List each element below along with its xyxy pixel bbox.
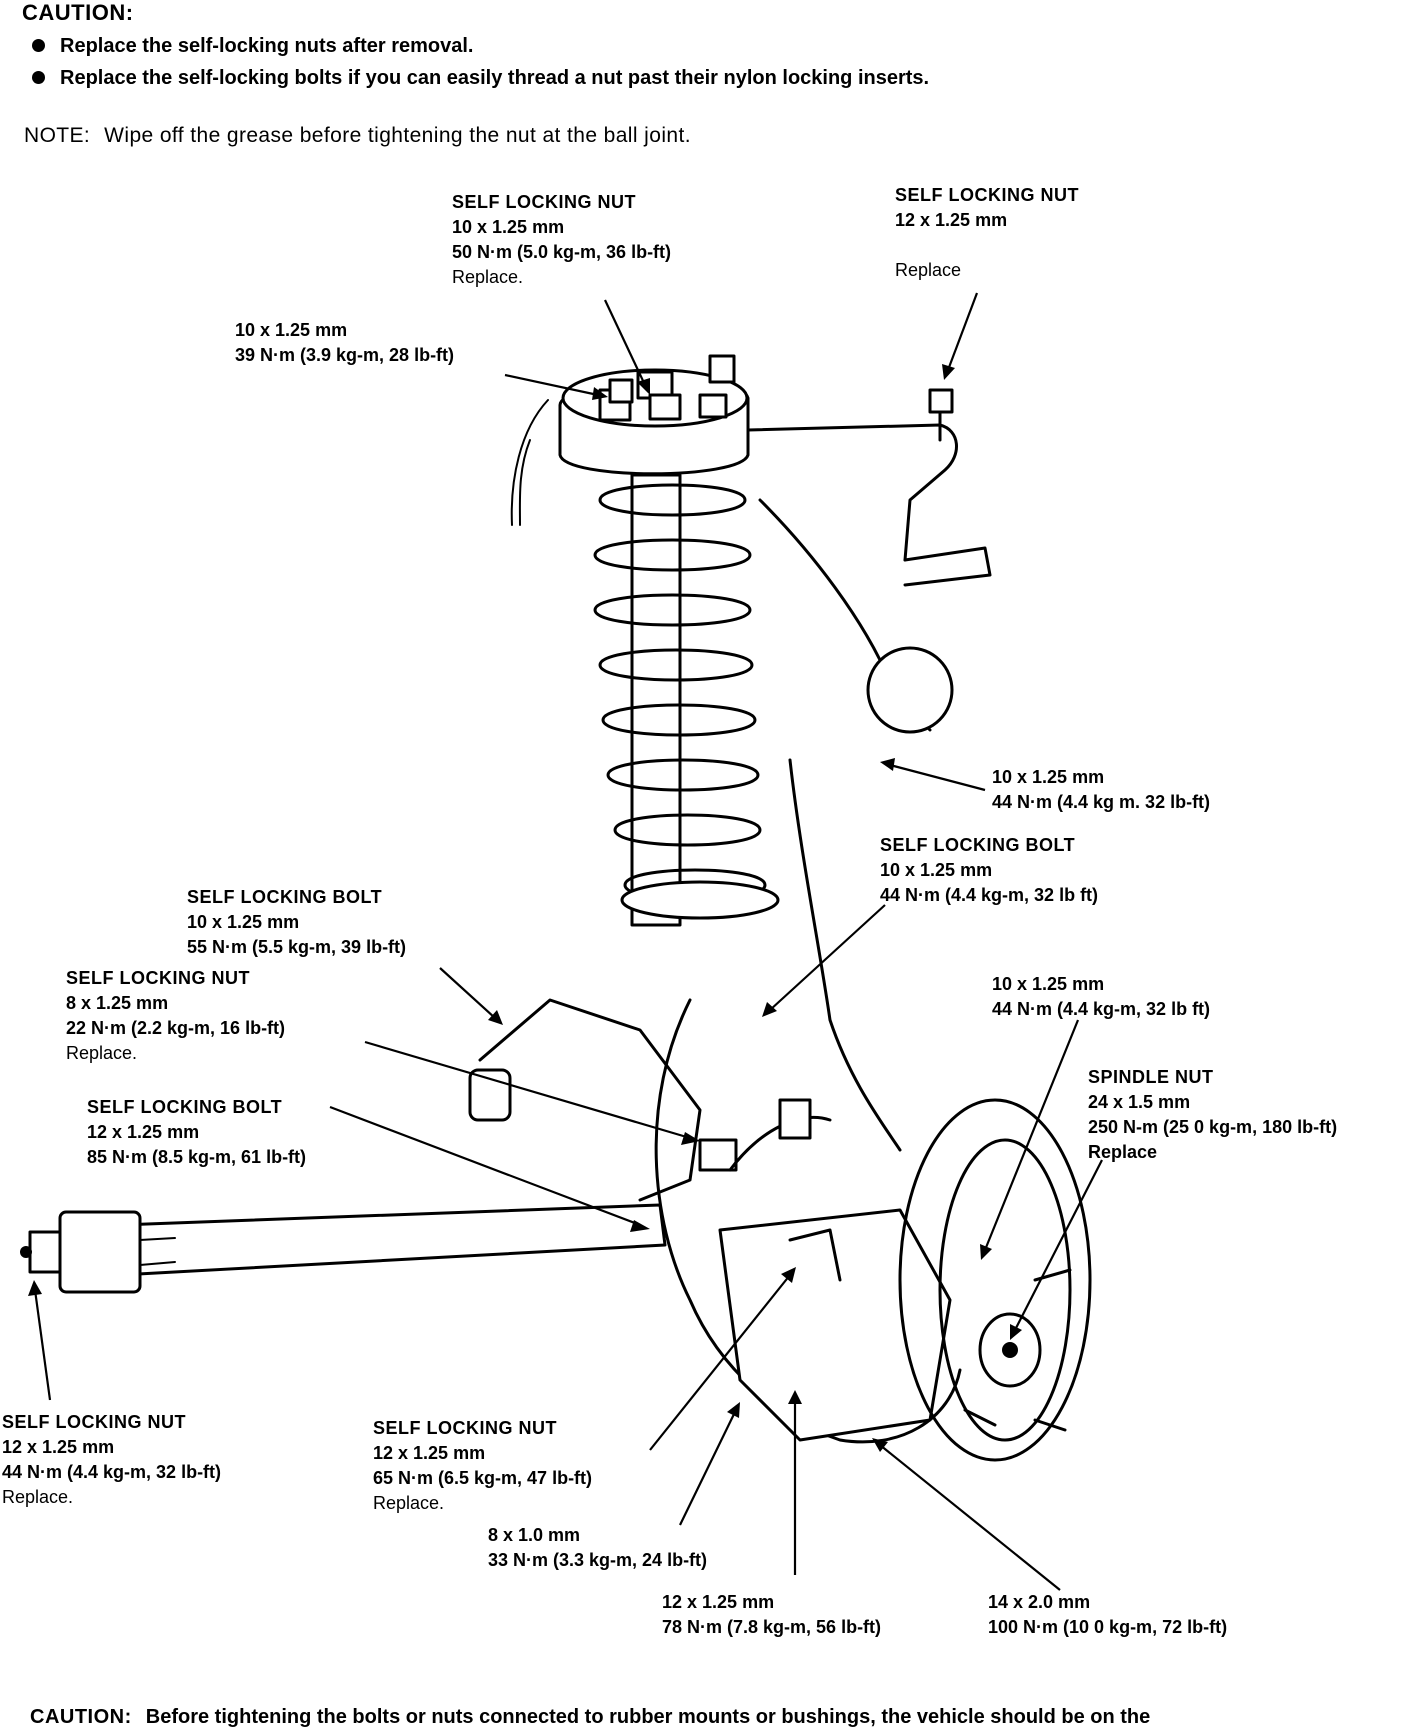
- callout-bolt-mid-right: SELF LOCKING BOLT 10 x 1.25 mm 44 N·m (4…: [880, 835, 1099, 905]
- callout-caliper-bolt: 10 x 1.25 mm 44 N·m (4.4 kg-m, 32 lb ft): [992, 974, 1211, 1019]
- callout-bolt-lower-left: SELF LOCKING BOLT 12 x 1.25 mm 85 N·m (8…: [87, 1097, 307, 1167]
- brake-disc-illustration: [898, 1098, 1092, 1462]
- callout-spindle-nut: SPINDLE NUT 24 x 1.5 mm 250 N-m (25 0 kg…: [1088, 1067, 1338, 1162]
- caution-list: Replace the self-locking nuts after remo…: [30, 30, 929, 94]
- callout-lower-nut-12: SELF LOCKING NUT 12 x 1.25 mm 65 N·m (6.…: [373, 1418, 593, 1513]
- caution-item: Replace the self-locking bolts if you ca…: [30, 62, 929, 94]
- callout-bolt-8x1: 8 x 1.0 mm 33 N·m (3.3 kg-m, 24 lb-ft): [488, 1525, 708, 1570]
- caution-title: CAUTION:: [22, 0, 134, 25]
- callout-nut-8: SELF LOCKING NUT 8 x 1.25 mm 22 N·m (2.2…: [66, 968, 286, 1063]
- radius-rod-illustration: [20, 1203, 667, 1294]
- callout-mount-bolt: 10 x 1.25 mm 39 N·m (3.9 kg-m, 28 lb-ft): [235, 320, 455, 365]
- caution-item: Replace the self-locking nuts after remo…: [30, 30, 929, 62]
- leader-lines: [28, 292, 1103, 1591]
- callout-upper-arm-bolt: 10 x 1.25 mm 44 N·m (4.4 kg m. 32 lb-ft): [992, 767, 1211, 812]
- note: NOTE:Wipe off the grease before tighteni…: [24, 124, 691, 147]
- bottom-caution: CAUTION:Before tightening the bolts or n…: [30, 1706, 1151, 1728]
- callout-bolt-mid-left: SELF LOCKING BOLT 10 x 1.25 mm 55 N·m (5…: [187, 887, 407, 957]
- bullet-icon: [32, 71, 45, 84]
- top-mount-illustration: [510, 354, 750, 526]
- lower-arm-illustration: [468, 998, 832, 1202]
- knuckle-illustration: [654, 758, 962, 1444]
- callout-top-nut-12: SELF LOCKING NUT 12 x 1.25 mm Replace: [895, 185, 1079, 280]
- coil-spring-illustration: [593, 473, 780, 927]
- callout-ball-joint-nut: 14 x 2.0 mm 100 N·m (10 0 kg-m, 72 lb-ft…: [988, 1592, 1228, 1637]
- upper-arm-illustration: [746, 388, 992, 734]
- callout-radius-rod-nut: SELF LOCKING NUT 12 x 1.25 mm 44 N·m (4.…: [2, 1412, 222, 1507]
- bullet-icon: [32, 39, 45, 52]
- callout-bolt-12-78: 12 x 1.25 mm 78 N·m (7.8 kg-m, 56 lb-ft): [662, 1592, 882, 1637]
- callout-top-nut-10: SELF LOCKING NUT 10 x 1.25 mm 50 N·m (5.…: [452, 192, 672, 287]
